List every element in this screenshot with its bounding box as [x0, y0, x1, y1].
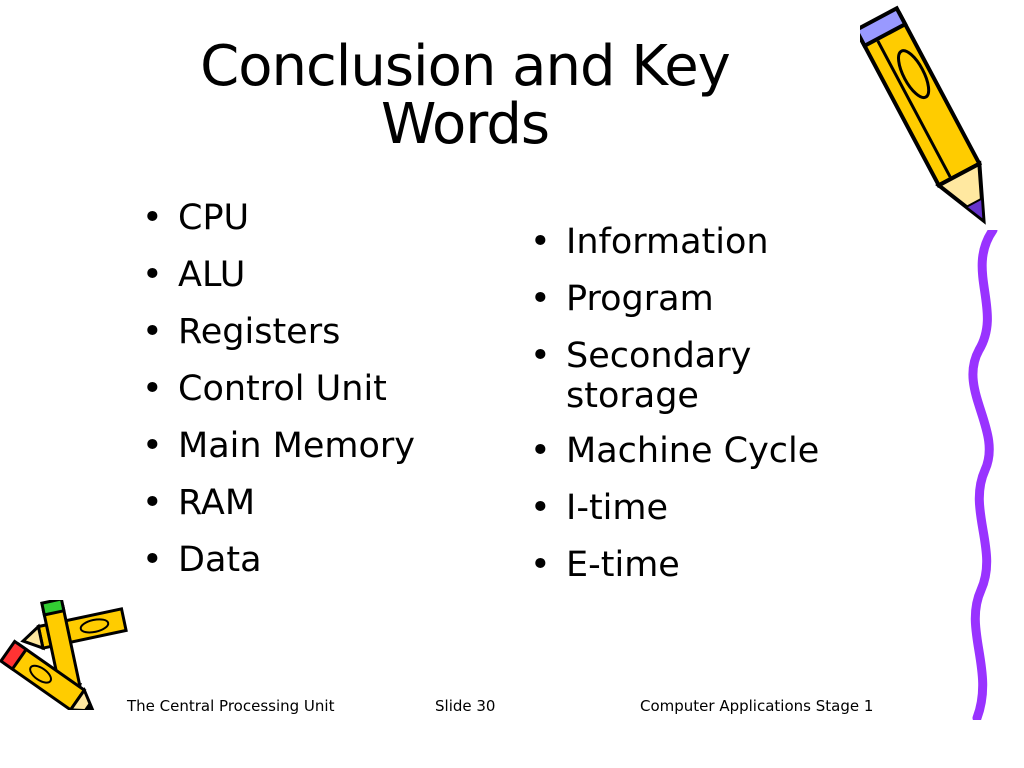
wavy-line-decoration [968, 230, 998, 720]
footer-right-text: Computer Applications Stage 1 [640, 697, 874, 715]
list-item: RAM [140, 483, 470, 523]
list-item: Program [528, 279, 858, 319]
footer-left-text: The Central Processing Unit [127, 697, 335, 715]
crayons-icon [0, 600, 128, 710]
list-item: E-time [528, 545, 858, 585]
list-item: I-time [528, 488, 858, 528]
list-item: Main Memory [140, 426, 470, 466]
list-item: ALU [140, 255, 470, 295]
list-item: Registers [140, 312, 470, 352]
slide-number: Slide 30 [435, 697, 496, 715]
left-keyword-list: CPU ALU Registers Control Unit Main Memo… [140, 198, 470, 597]
list-item: Information [528, 222, 858, 262]
list-item: Secondary storage [528, 336, 858, 416]
pencil-icon [860, 5, 986, 225]
right-keyword-list: Information Program Secondary storage Ma… [528, 222, 858, 602]
list-item: Control Unit [140, 369, 470, 409]
list-item: Data [140, 540, 470, 580]
list-item: CPU [140, 198, 470, 238]
list-item: Machine Cycle [528, 431, 858, 471]
slide-title: Conclusion and Key Words [200, 34, 731, 157]
